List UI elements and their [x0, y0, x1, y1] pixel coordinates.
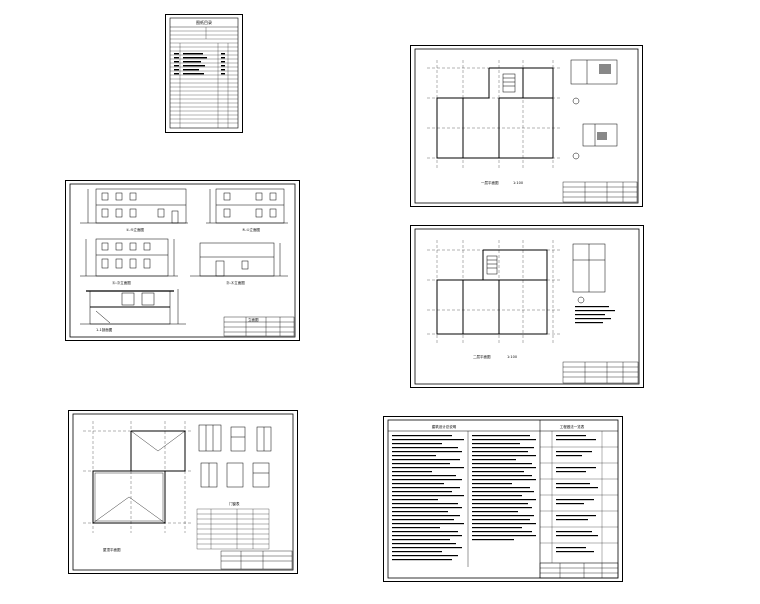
- plan-1-scale: 1:100: [513, 181, 523, 185]
- roof-plan-drawing: 屋顶平面图 门窗表: [72, 413, 294, 571]
- index-table-drawing: 图纸目录: [169, 17, 239, 129]
- sheet-elevations[interactable]: ①-⑤立面图 ⑤-①立面图 Ⓐ-Ⓓ立面图 Ⓓ-Ⓐ: [65, 180, 300, 341]
- sheet-plan-2[interactable]: 二层平面图 1:100: [410, 225, 644, 388]
- elevations-title: 立面图: [248, 317, 259, 322]
- plan-1-title: 一层平面图: [481, 180, 499, 185]
- index-title: 图纸目录: [196, 19, 212, 25]
- plan-1-drawing: 一层平面图 1:100: [414, 48, 639, 204]
- notes-title: 建筑设计总说明: [432, 424, 457, 429]
- roof-plan-title: 屋顶平面图: [103, 547, 121, 552]
- elevations-drawing: ①-⑤立面图 ⑤-①立面图 Ⓐ-Ⓓ立面图 Ⓓ-Ⓐ: [69, 183, 296, 338]
- elevation-label-3: Ⓐ-Ⓓ立面图: [112, 280, 131, 285]
- notes-side-title: 工程做法一览表: [560, 424, 585, 429]
- elevation-label-2: ⑤-①立面图: [242, 227, 261, 232]
- elevation-label-1: ①-⑤立面图: [126, 227, 145, 232]
- section-label: 1-1剖面图: [96, 327, 113, 332]
- door-window-table-title: 门窗表: [229, 501, 240, 506]
- sheet-roof-plan[interactable]: 屋顶平面图 门窗表: [68, 410, 298, 574]
- sheet-design-notes[interactable]: 建筑设计总说明 工程做法一览表: [383, 416, 623, 582]
- sheet-drawing-index[interactable]: 图纸目录: [165, 14, 243, 133]
- plan-2-title: 二层平面图: [473, 354, 491, 359]
- plan-2-drawing: 二层平面图 1:100: [414, 228, 640, 385]
- plan-2-scale: 1:100: [507, 355, 517, 359]
- elevation-label-4: Ⓓ-Ⓐ立面图: [226, 280, 245, 285]
- notes-drawing: 建筑设计总说明 工程做法一览表: [387, 419, 619, 579]
- sheet-plan-1[interactable]: 一层平面图 1:100: [410, 45, 643, 207]
